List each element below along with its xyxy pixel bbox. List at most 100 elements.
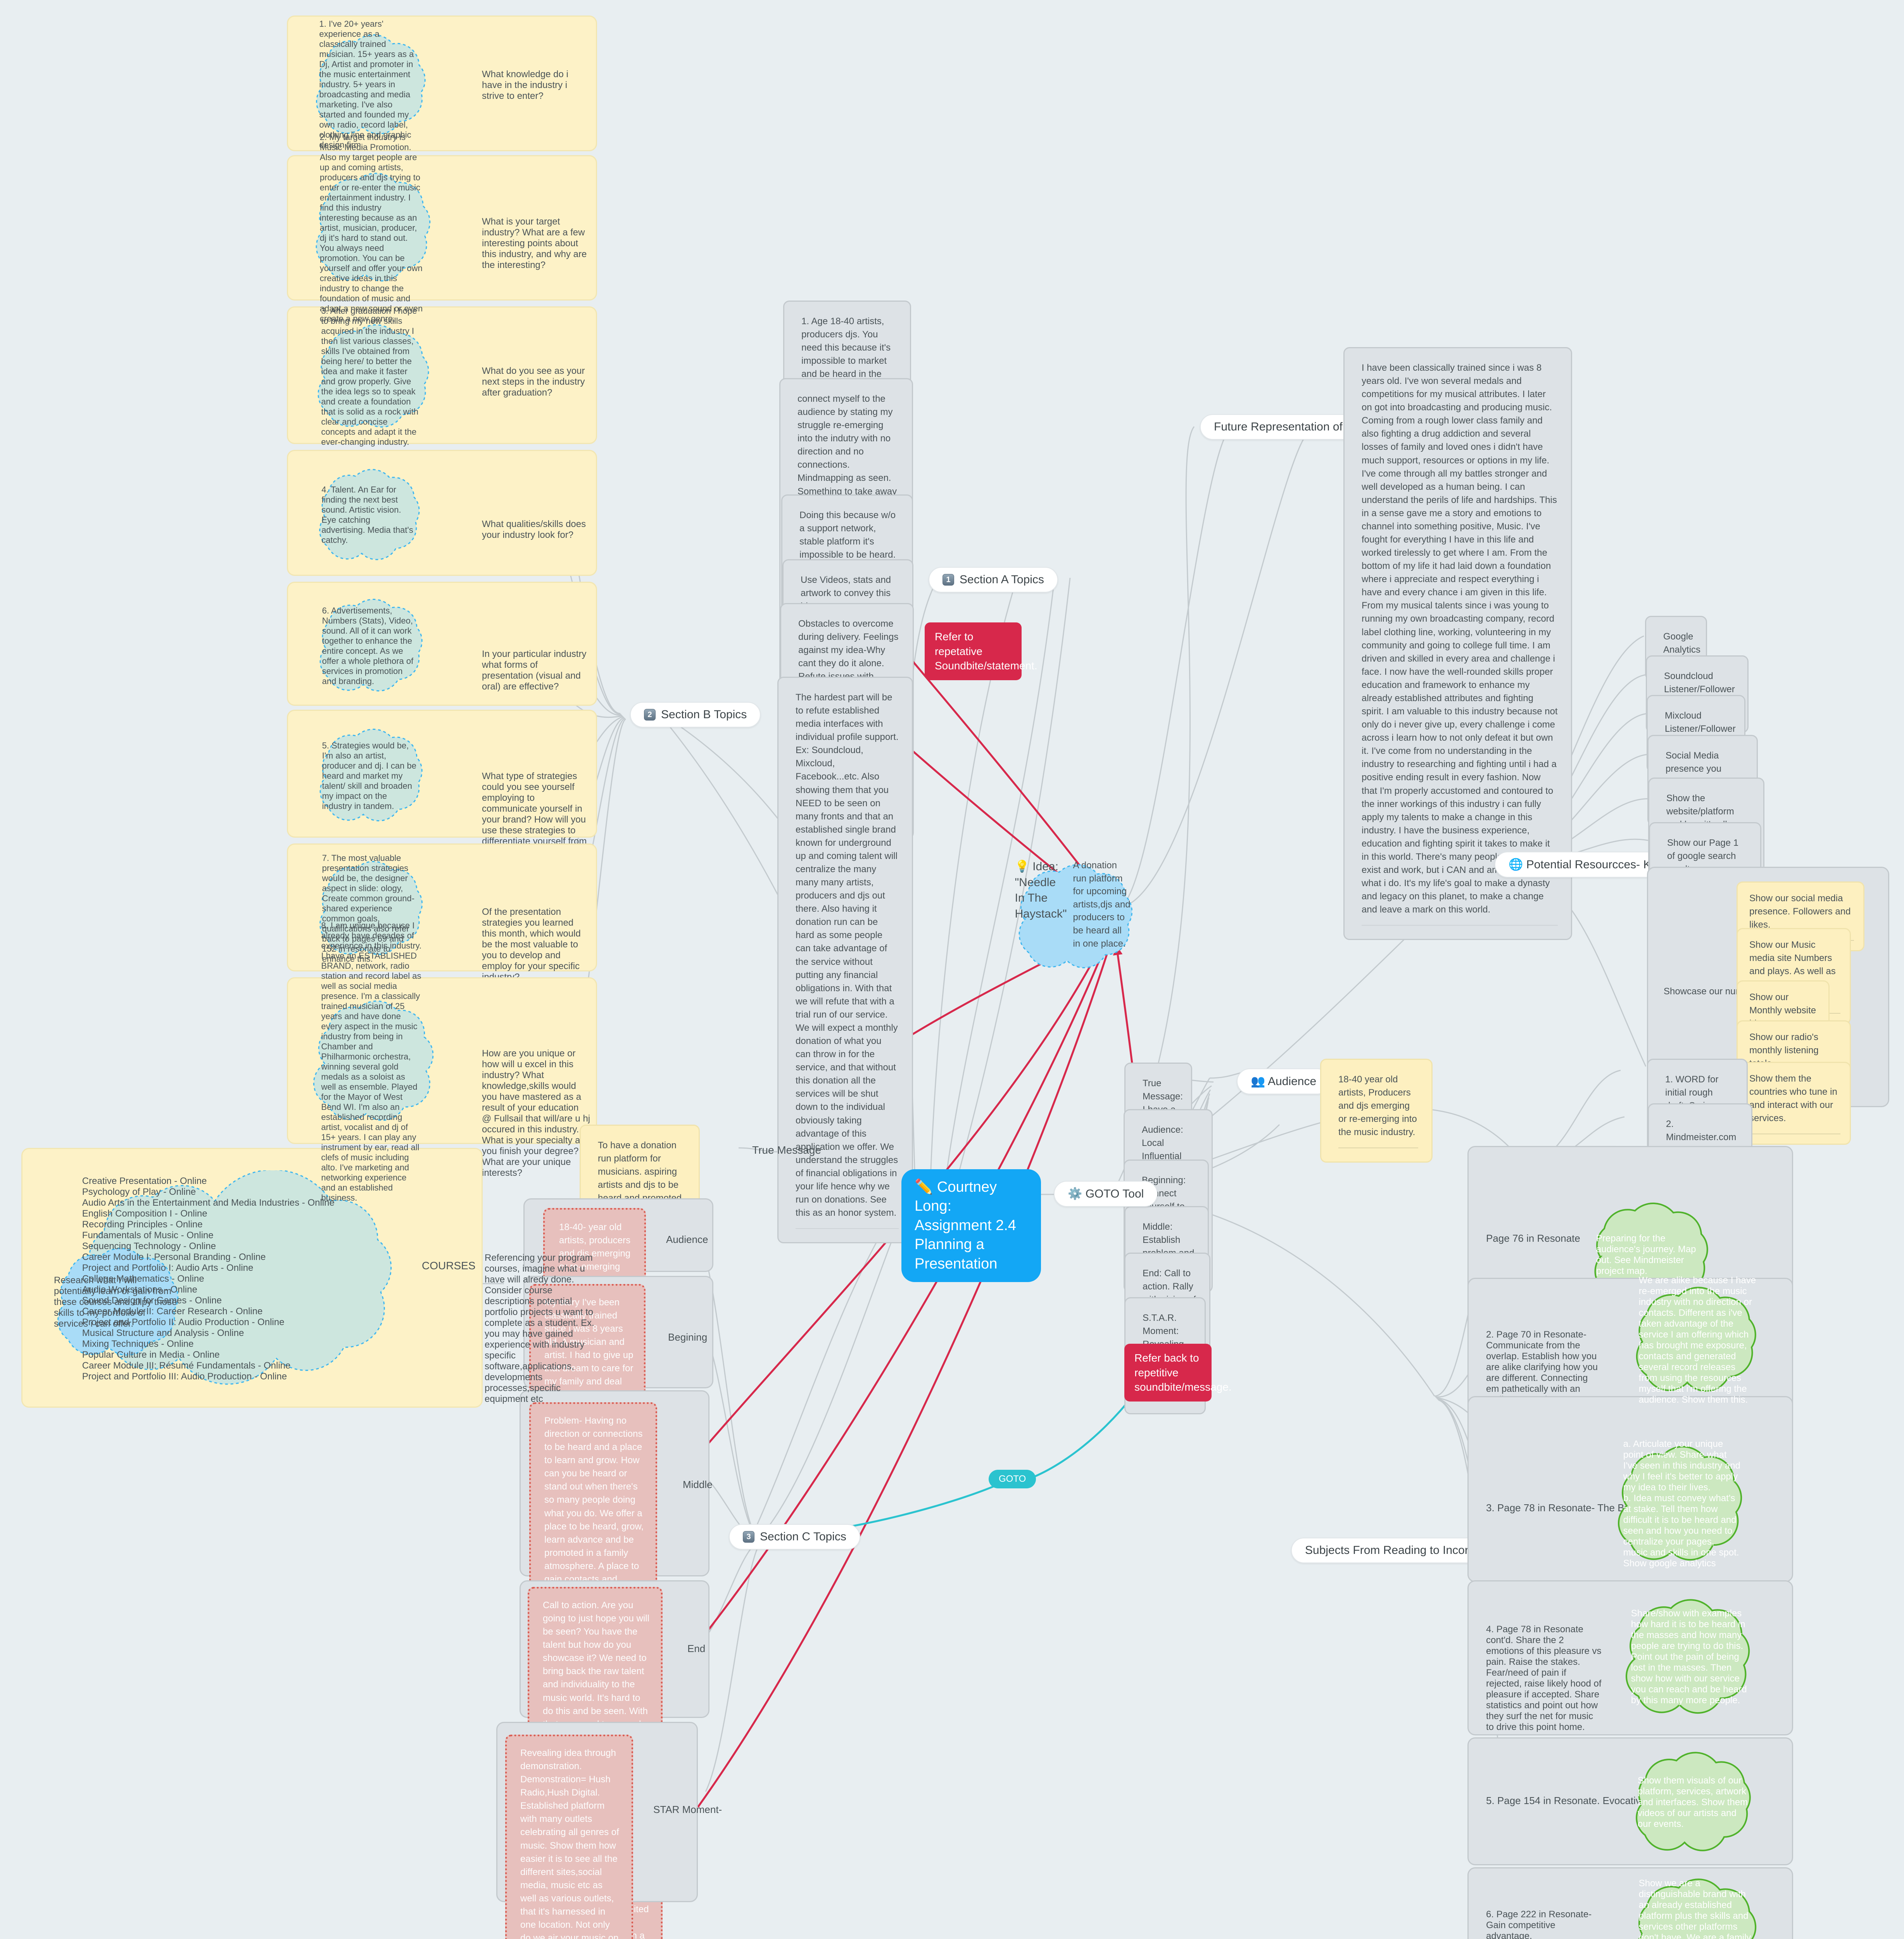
audience-red-note[interactable]: Refer back to repetitive soundbite/messa… [1124, 1344, 1232, 1402]
cloud-b7[interactable]: 7. The most valuable presentation strate… [304, 853, 435, 964]
card-rule [1362, 925, 1558, 926]
future-rep-text: I have been classically trained since i … [1362, 363, 1558, 915]
audience-pill[interactable]: 👥 Audience [1237, 1068, 1331, 1094]
question-b8: How are you unique or how will u excel i… [482, 1048, 590, 1178]
subjects-cloud-6[interactable]: Show we are a distinguishable brand with… [1616, 1874, 1779, 1939]
audience-yellow-card-text: 18-40 year old artists, Producers and dj… [1338, 1074, 1417, 1138]
showcase-group[interactable]: Showcase our numbers. Show our social me… [1647, 867, 1889, 1145]
subjects-row-1-left: Page 76 in Resonate [1486, 1232, 1580, 1244]
showcase-item-5[interactable]: Show them the countries who tune in and … [1737, 1062, 1851, 1145]
showcase-item-1-text: Show our social media presence. Follower… [1749, 893, 1851, 930]
cloud-shape [1636, 1287, 1756, 1392]
section-c-group-star[interactable]: Revealing idea through demonstration. De… [496, 1722, 722, 1939]
idea-cloud[interactable]: 💡 Idea: "Needle In The Haystack" A donat… [1000, 859, 1146, 975]
section-c-label: Section C Topics [760, 1530, 846, 1543]
question-b1: What knowledge do i have in the industry… [482, 69, 568, 101]
question-b4: What qualities/skills does your industry… [482, 519, 586, 540]
cloud-b7-text: 7. The most valuable presentation strate… [322, 853, 415, 964]
goto-tool-label: ⚙️ GOTO Tool [1068, 1187, 1144, 1200]
section-c-pill[interactable]: 3 Section C Topics [729, 1524, 860, 1550]
section-b-group-8[interactable]: 8. I am unique because I already have de… [287, 921, 597, 1203]
cloud-b4-text: 4. Talent. An Ear for finding the next b… [321, 485, 413, 545]
subjects-cloud-4[interactable]: Share/show with examples how hard it is … [1608, 1593, 1771, 1721]
cloud-shape [319, 599, 423, 691]
future-rep-card[interactable]: I have been classically trained since i … [1343, 347, 1572, 940]
showcase-item-5-text: Show them the countries who tune in and … [1749, 1073, 1837, 1124]
subjects-cloud-6-text: Show we are a distinguishable brand with… [1638, 1878, 1751, 1939]
true-message-label: True Message [752, 1144, 821, 1156]
cloud-b4[interactable]: 4. Talent. An Ear for finding the next b… [304, 465, 432, 565]
section-a-card-6[interactable]: The hardest part will be to refute estab… [777, 677, 913, 1244]
idea-body: A donation run platform for upcoming art… [1073, 860, 1131, 949]
subjects-row-6[interactable]: 6. Page 222 in Resonate- Gain competitiv… [1467, 1867, 1793, 1939]
cloud-shape [1636, 1752, 1751, 1851]
cloud-shape [318, 324, 429, 428]
section-c-label-audience: Audience [666, 1234, 708, 1245]
section-b-group-2[interactable]: 2. My target industry is Music Media Pro… [287, 132, 597, 323]
cloud-b6-text: 5. Strategies would be, I'm also an arti… [322, 740, 416, 811]
cloud-shape [316, 34, 426, 135]
subjects-row-3[interactable]: 3. Page 78 in Resonate- The Big Idea. a.… [1467, 1396, 1793, 1582]
section-b-group-5[interactable]: 6. Advertisements, Numbers (Stats), Vide… [287, 582, 597, 706]
cloud-b5[interactable]: 6. Advertisements, Numbers (Stats), Vide… [304, 594, 435, 697]
root-node[interactable]: ✏️ Courtney Long: Assignment 2.4 Plannin… [901, 1169, 1041, 1282]
question-b2: What is your target industry? What are a… [482, 216, 587, 270]
cloud-b6[interactable]: 5. Strategies would be, I'm also an arti… [304, 724, 435, 827]
section-c-label-end: End [687, 1643, 706, 1654]
cloud-research[interactable]: Research what I will potentially learn o… [38, 1242, 197, 1362]
section-b-pill[interactable]: 2 Section B Topics [630, 702, 761, 728]
subjects-cloud-1[interactable]: Preparing for the audience's journey. Ma… [1575, 1198, 1724, 1312]
courses-label: COURSES [422, 1260, 476, 1272]
cloud-b8-text: 8. I am unique because I already have de… [321, 921, 421, 1203]
cloud-b1[interactable]: 1. I've 20+ years' experience as a class… [300, 19, 439, 150]
badge-3: 3 [743, 1531, 754, 1543]
section-a-pill[interactable]: 1 Section A Topics [929, 567, 1058, 593]
cloud-research-text: Research what I will potentially learn o… [54, 1275, 177, 1329]
badge-2: 2 [644, 709, 656, 721]
cloud-shape [1626, 1599, 1750, 1714]
section-c-group-end[interactable]: Call to action. Are you going to just ho… [520, 1580, 709, 1939]
subjects-cloud-2-text: We are alike because I have re-emerged i… [1638, 1275, 1756, 1405]
audience-label: 👥 Audience [1251, 1075, 1317, 1088]
cloud-shape [1618, 1446, 1742, 1561]
section-a-label: Section A Topics [960, 573, 1044, 586]
showcase-item-4-text: Show our radio's monthly listening total… [1749, 1032, 1819, 1069]
section-b-group-3[interactable]: 3. After graduation I hope to bring my n… [287, 306, 597, 447]
subjects-row-5[interactable]: 5. Page 154 in Resonate. Evocative Visua… [1467, 1737, 1793, 1865]
subjects-cloud-3[interactable]: a. Articulate your unique point of view.… [1600, 1439, 1763, 1569]
section-c-label-star: STAR Moment- [653, 1804, 722, 1815]
audience-yellow-card[interactable]: 18-40 year old artists, Producers and dj… [1320, 1059, 1433, 1163]
section-c-group-middle[interactable]: Problem- Having no direction or connecti… [520, 1390, 713, 1939]
question-b7: Of the presentation strategies you learn… [482, 907, 581, 982]
cloud-b3[interactable]: 3. After graduation I hope to bring my n… [302, 306, 441, 447]
subjects-cloud-1-text: Preparing for the audience's journey. Ma… [1596, 1233, 1696, 1276]
cloud-b2[interactable]: 2. My target industry is Music Media Pro… [300, 132, 443, 323]
resource-card-1-text: Google Analytics [1663, 631, 1701, 655]
section-c-program-note: Referencing your program courses, imagin… [485, 1253, 594, 1404]
question-b5: In your particular industry what forms o… [482, 649, 587, 692]
section-c-label-begining: Begining [668, 1331, 708, 1343]
goto-tool-pill[interactable]: ⚙️ GOTO Tool [1054, 1181, 1158, 1207]
subjects-cloud-2[interactable]: We are alike because I have re-emerged i… [1616, 1275, 1779, 1405]
cloud-b1-text: 1. I've 20+ years' experience as a class… [319, 19, 414, 150]
cloud-shape [1638, 1879, 1757, 1939]
subjects-row-4-left: 4. Page 78 in Resonate cont'd. Share the… [1486, 1624, 1602, 1732]
cloud-shape [319, 729, 423, 821]
subjects-row-4[interactable]: 4. Page 78 in Resonate cont'd. Share the… [1467, 1580, 1793, 1735]
card-rule [796, 1228, 899, 1229]
section-b-group-7[interactable]: 7. The most valuable presentation strate… [287, 843, 597, 982]
section-b-group-6[interactable]: 5. Strategies would be, I'm also an arti… [287, 710, 597, 857]
section-b-group-1[interactable]: 1. I've 20+ years' experience as a class… [287, 16, 597, 151]
section-b-group-4[interactable]: 4. Talent. An Ear for finding the next b… [287, 450, 597, 576]
subjects-cloud-5[interactable]: Show them visuals of our platform, servi… [1616, 1748, 1771, 1857]
section-c-card-star[interactable]: Revealing idea through demonstration. De… [505, 1735, 633, 1939]
cloud-b2-text: 2. My target industry is Music Media Pro… [319, 132, 423, 323]
idea-title: 💡 Idea: "Needle In The Haystack" [1015, 860, 1067, 920]
goto-marker[interactable]: GOTO [989, 1470, 1036, 1488]
section-a-red-note[interactable]: Refer to repetative Soundbite/statement. [925, 622, 1037, 680]
cloud-b8[interactable]: 8. I am unique because I already have de… [302, 921, 441, 1203]
subjects-cloud-5-text: Show them visuals of our platform, servi… [1638, 1775, 1748, 1829]
